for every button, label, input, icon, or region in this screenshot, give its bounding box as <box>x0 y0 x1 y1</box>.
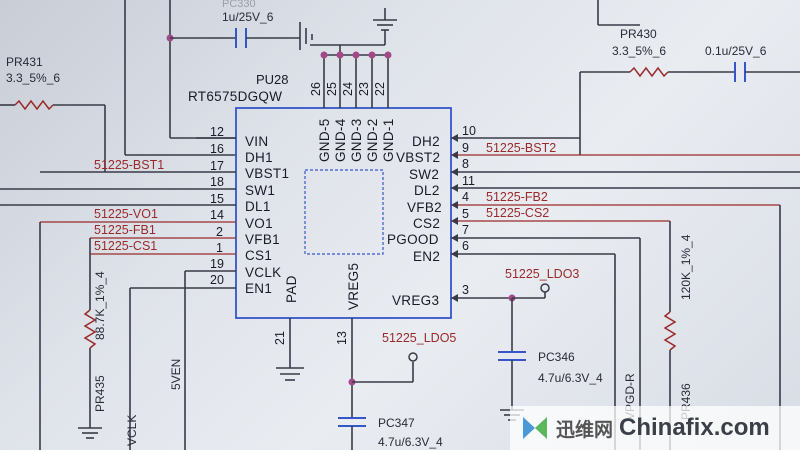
pin-name: DL2 <box>414 183 440 198</box>
pin-name: VREG3 <box>392 293 439 308</box>
pr430-value: 3.3_5%_6 <box>612 44 666 58</box>
chip-ref: PU28 <box>256 72 289 87</box>
pin-num: 17 <box>210 159 224 173</box>
pin-name: EN2 <box>413 249 440 264</box>
pc-top-ref: PC330 <box>222 0 256 10</box>
pin-num: 3 <box>462 283 469 297</box>
pin-num: 14 <box>210 208 224 222</box>
net-label: 51225-CS1 <box>94 239 157 253</box>
right-pins: 10 9 8 11 4 5 7 6 3 DH2 VBST2 SW2 DL2 VF… <box>387 124 800 308</box>
pin-num: 20 <box>210 273 224 287</box>
pin-name: VFB1 <box>245 232 280 247</box>
pin-num: 4 <box>462 190 469 204</box>
pin-name: VO1 <box>245 216 273 231</box>
pin-num: 16 <box>210 142 224 156</box>
net-label: 51225-VO1 <box>94 207 158 221</box>
watermark-en: Chinafix.com <box>619 414 770 441</box>
chip-pad-label: PAD <box>284 275 299 303</box>
pin-num: 10 <box>462 124 476 138</box>
pin-name: GND-3 <box>349 118 364 162</box>
chinafix-logo-icon <box>523 417 547 439</box>
ldo5-net: 51225_LDO5 <box>382 331 456 345</box>
ground-icon <box>276 367 304 381</box>
pin-name: VFB2 <box>407 200 442 215</box>
pc346-value: 4.7u/6.3V_4 <box>538 371 603 385</box>
pc-top-value: 1u/25V_6 <box>222 10 274 24</box>
pin-name: VBST2 <box>396 150 440 165</box>
pin-name: GND-1 <box>381 118 396 162</box>
ground-icon <box>78 427 102 439</box>
pin-name: GND-5 <box>317 118 332 162</box>
pin-num: 6 <box>462 239 469 253</box>
pin-num: 22 <box>373 82 387 96</box>
pin-num: 25 <box>325 82 339 96</box>
pin-num: 23 <box>357 82 371 96</box>
net-label: 51225-BST1 <box>94 158 164 172</box>
pin-name: GND-2 <box>365 118 380 162</box>
net-label: 51225-FB1 <box>94 223 156 237</box>
pin-num: 15 <box>210 192 224 206</box>
pr435-value: 88.7K_1%_4 <box>93 271 107 340</box>
pr431-ref: PR431 <box>6 55 43 69</box>
pin-name: VIN <box>245 134 268 149</box>
pr430-ref: PR430 <box>620 27 657 41</box>
pc346-ref: PC346 <box>538 350 575 364</box>
pin-name: PGOOD <box>387 232 439 247</box>
chip-part: RT6575DGQW <box>188 89 282 104</box>
net-label: 51225-FB2 <box>486 190 548 204</box>
pc347-value: 4.7u/6.3V_4 <box>378 435 443 449</box>
ground-icon <box>373 8 397 31</box>
pin-num: 13 <box>335 331 349 345</box>
pr436-value: 120K_1%_4 <box>679 234 693 300</box>
pc-top-right-value: 0.1u/25V_6 <box>705 44 767 58</box>
pin-num: 8 <box>462 157 469 171</box>
pin-name: DL1 <box>245 199 271 214</box>
pin-name: VCLK <box>245 265 281 280</box>
ic-pu28: PU28 RT6575DGQW PAD VREG5 <box>188 72 452 319</box>
pin-name: VBST1 <box>245 166 289 181</box>
net-label: 51225-BST2 <box>486 141 556 155</box>
vclk-label: VCLK <box>125 415 139 446</box>
pr431-value: 3.3_5%_6 <box>6 71 60 85</box>
pin-num: 19 <box>210 257 224 271</box>
pin-num: 26 <box>309 82 323 96</box>
pin-num: 11 <box>462 174 475 188</box>
top-left-resistor-group: PR431 3.3_5%_6 <box>0 55 105 111</box>
chip-vreg5-label: VREG5 <box>346 263 361 310</box>
pin-num: 21 <box>273 331 287 345</box>
pin-num: 2 <box>216 225 223 239</box>
pin-num: 18 <box>210 175 224 189</box>
pin-name: CS2 <box>413 216 440 231</box>
pin-name: SW2 <box>409 167 439 182</box>
pc347-ref: PC347 <box>378 416 415 430</box>
pin-num: 12 <box>210 125 224 139</box>
pin-num: 9 <box>462 141 469 155</box>
five-ven-label: 5VEN <box>169 359 183 390</box>
pin-num: 1 <box>216 241 223 255</box>
watermark: 迅维网 Chinafix.com <box>510 406 800 450</box>
pin-name: DH2 <box>412 134 440 149</box>
pin-name: GND-4 <box>333 118 348 162</box>
pin-name: DH1 <box>245 150 273 165</box>
top-right-resistor-group: PR430 3.3_5%_6 0.1u/25V_6 <box>580 27 800 82</box>
pin-num: 24 <box>341 82 355 96</box>
pin-name: EN1 <box>245 281 272 296</box>
ldo3-net: 51225_LDO3 <box>505 267 579 281</box>
net-label: 51225-CS2 <box>486 206 549 220</box>
pr435-ref: PR435 <box>93 375 107 412</box>
left-pins: 12 16 17 18 15 14 2 1 19 20 VIN DH1 VBST… <box>0 125 289 296</box>
watermark-cn: 迅维网 <box>556 418 614 441</box>
top-pins: 26 25 24 23 22 GND-5 GND-4 GND-3 GND-2 G… <box>309 45 396 162</box>
pin-num: 5 <box>462 207 469 221</box>
pin-name: CS1 <box>245 248 272 263</box>
pin-name: SW1 <box>245 183 275 198</box>
pin-num: 7 <box>462 223 469 237</box>
